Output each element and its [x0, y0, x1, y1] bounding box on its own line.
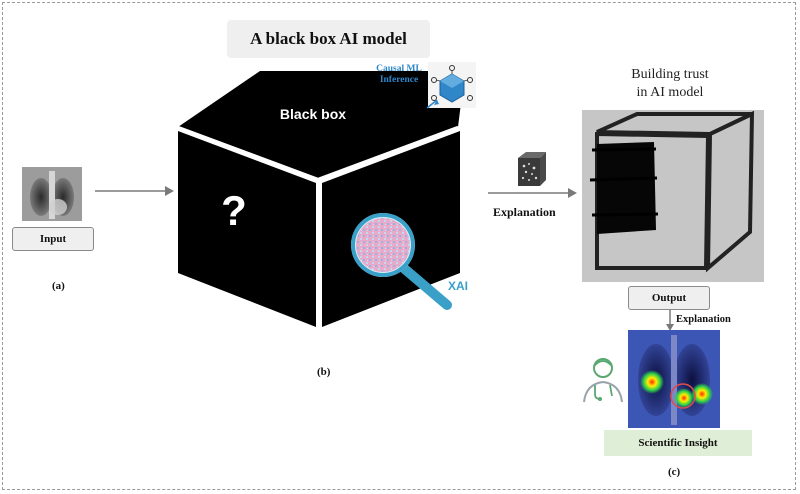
- chest-xray-input-image: [22, 167, 82, 221]
- trust-line1: Building trust: [631, 67, 709, 82]
- panel-c-label: (c): [668, 466, 681, 478]
- black-box-cube: [177, 71, 465, 329]
- causal-ml-line2: Inference: [379, 75, 419, 85]
- causal-ml-label: Causal ML Inference: [368, 64, 430, 86]
- black-box-label: Black box: [279, 106, 347, 122]
- magnifier-icon: [351, 213, 452, 310]
- input-label: Input: [12, 227, 94, 251]
- doctor-icon: [583, 358, 623, 403]
- trust-caption: Building trust in AI model: [600, 66, 740, 102]
- scientific-insight-label: Scientific Insight: [604, 430, 752, 456]
- question-mark: ?: [221, 187, 247, 234]
- causal-ml-line1: Causal ML: [376, 64, 422, 74]
- panel-a-label: (a): [52, 280, 65, 292]
- small-model-cube-icon: [518, 152, 546, 186]
- output-arrow: [666, 310, 674, 331]
- trust-line2: in AI model: [636, 85, 704, 100]
- explanation-heatmap-image: [628, 330, 720, 428]
- output-explanation-label: Explanation: [676, 314, 731, 325]
- input-arrow: [95, 186, 174, 196]
- page-title: A black box AI model: [227, 20, 430, 58]
- output-label: Output: [628, 286, 710, 310]
- grey-box-cube: [582, 110, 764, 282]
- xai-label: XAI: [448, 279, 469, 293]
- causal-cube-icon: [426, 62, 476, 109]
- explanation-arrow: [488, 188, 577, 198]
- explanation-label: Explanation: [493, 205, 556, 219]
- panel-b-label: (b): [317, 366, 331, 378]
